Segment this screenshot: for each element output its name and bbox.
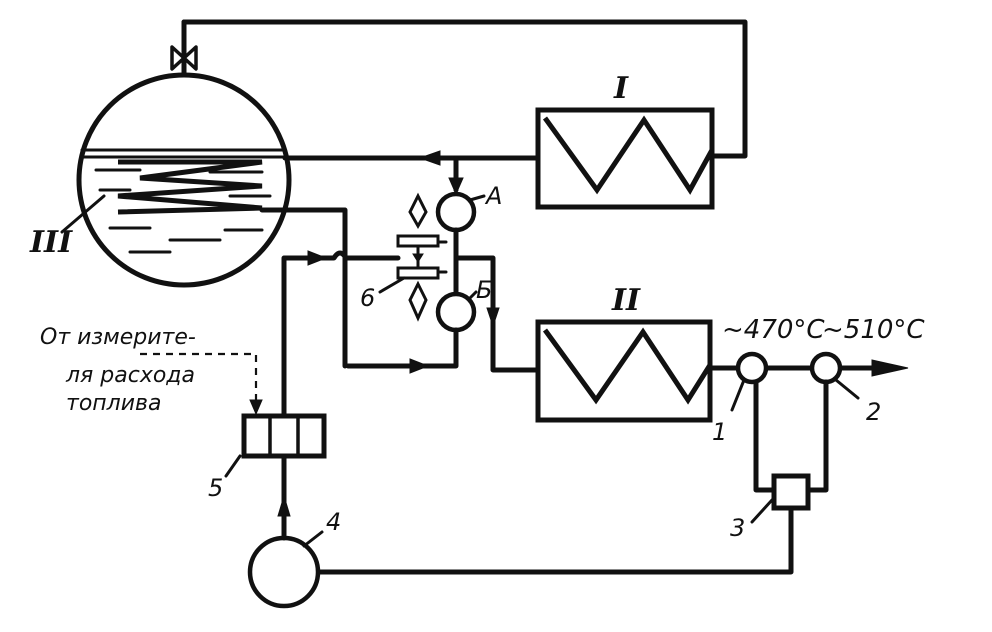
- servomotor-4-label: 4: [326, 508, 341, 536]
- flow-arrow-up-5: [277, 494, 291, 517]
- flow-arrow-outlet: [871, 359, 909, 377]
- summator-5: 5: [208, 413, 327, 502]
- actuator-6-label: 6: [360, 284, 375, 312]
- heater-ii: II: [535, 283, 713, 423]
- pipe-coil-iii-out: [259, 207, 348, 369]
- sensor-1: [735, 351, 769, 385]
- valve-a-label: А: [484, 182, 502, 210]
- valve-b-label: Б: [476, 276, 492, 304]
- actuator-6: 6: [360, 192, 448, 322]
- pipe-top-return: [181, 19, 748, 159]
- pipe-regulator-to-motor: [315, 505, 794, 575]
- heater-ii-label: II: [611, 283, 641, 318]
- drum-top-valve: [170, 19, 198, 78]
- valve-a: [435, 191, 477, 233]
- regulator-3: [771, 473, 811, 511]
- valve-b: [435, 291, 477, 333]
- heater-i-label: I: [613, 71, 629, 106]
- flow-arrow-right-upper: [307, 250, 328, 266]
- coil-iii-label: III: [29, 225, 73, 260]
- fuel-note-line3: топлива: [66, 391, 161, 416]
- fuel-note-line2: ля расхода: [65, 363, 195, 388]
- sensor-2-label: 2: [866, 398, 881, 426]
- flow-arrow-to-drum: [418, 150, 441, 166]
- flow-arrow-down-ii: [486, 307, 500, 328]
- flow-arrow-right-lower: [409, 358, 430, 374]
- pipe-valve-b-down: [345, 327, 459, 369]
- steam-drum: [76, 72, 292, 288]
- regulator-3-label: 3: [730, 514, 745, 542]
- sensor-1-label: 1: [712, 418, 727, 446]
- summator-5-label: 5: [208, 474, 223, 502]
- temperature-2: ~510°С: [822, 315, 925, 345]
- temperature-1: ~470°С: [722, 315, 825, 345]
- heater-i: I: [535, 71, 715, 210]
- pipe-5-to-6: [281, 250, 401, 419]
- fuel-note-line1: От измери­те-: [40, 325, 196, 350]
- fuel-signal-dashed: [140, 352, 258, 404]
- flow-arrow-down-a: [448, 177, 464, 196]
- sensor-2: [809, 351, 843, 385]
- servomotor-4: [247, 535, 321, 609]
